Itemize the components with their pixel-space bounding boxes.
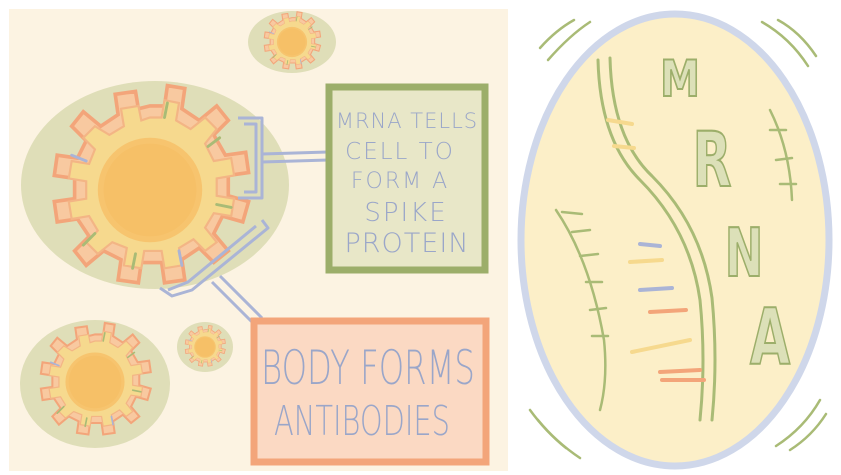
info-line-1: MRNA TELLS — [336, 109, 478, 133]
antibody-line-2: ANTIBODIES — [274, 398, 450, 445]
antibody-box-text: BODY FORMS ANTIBODIES — [261, 340, 475, 446]
info-line-5: PROTEIN — [344, 228, 469, 259]
letter-m: M — [660, 50, 700, 109]
virus-tiny — [185, 325, 225, 366]
info-line-4: SPIKE — [364, 198, 447, 228]
virus-top — [264, 12, 320, 69]
virus-bottom-left — [41, 323, 151, 435]
letter-n: N — [725, 214, 764, 292]
antibody-line-1: BODY FORMS — [261, 340, 475, 396]
info-line-2: CELL TO — [345, 139, 455, 165]
letter-a: A — [750, 292, 790, 383]
right-panel: M R N A — [521, 14, 829, 466]
info-line-3: FORM A — [351, 169, 449, 194]
virus-large — [54, 86, 248, 283]
letter-r: R — [693, 117, 732, 205]
